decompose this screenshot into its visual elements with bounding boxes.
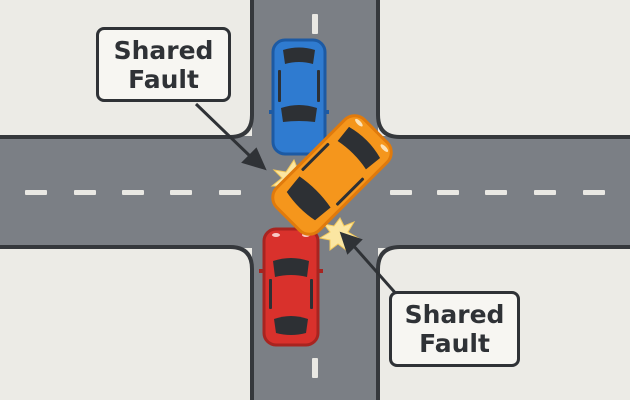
red-car [259, 227, 323, 347]
pointer-arrows [194, 102, 400, 297]
arrow-bottom-right [350, 243, 400, 297]
label-shared-fault-bottom: Shared Fault [389, 291, 520, 367]
blue-car [269, 38, 329, 156]
curb-top-right [376, 0, 630, 139]
orange-car [271, 114, 393, 236]
label-line1: Shared [113, 35, 214, 65]
lane-markings [25, 14, 605, 378]
label-line1: Shared [404, 300, 505, 329]
label-line2: Fault [128, 64, 199, 94]
curb-bottom-right [376, 245, 630, 400]
curb-bottom-left [0, 245, 254, 400]
label-shared-fault-top: Shared Fault [96, 27, 231, 102]
arrow-top-left [194, 102, 254, 160]
label-line2: Fault [419, 329, 490, 358]
